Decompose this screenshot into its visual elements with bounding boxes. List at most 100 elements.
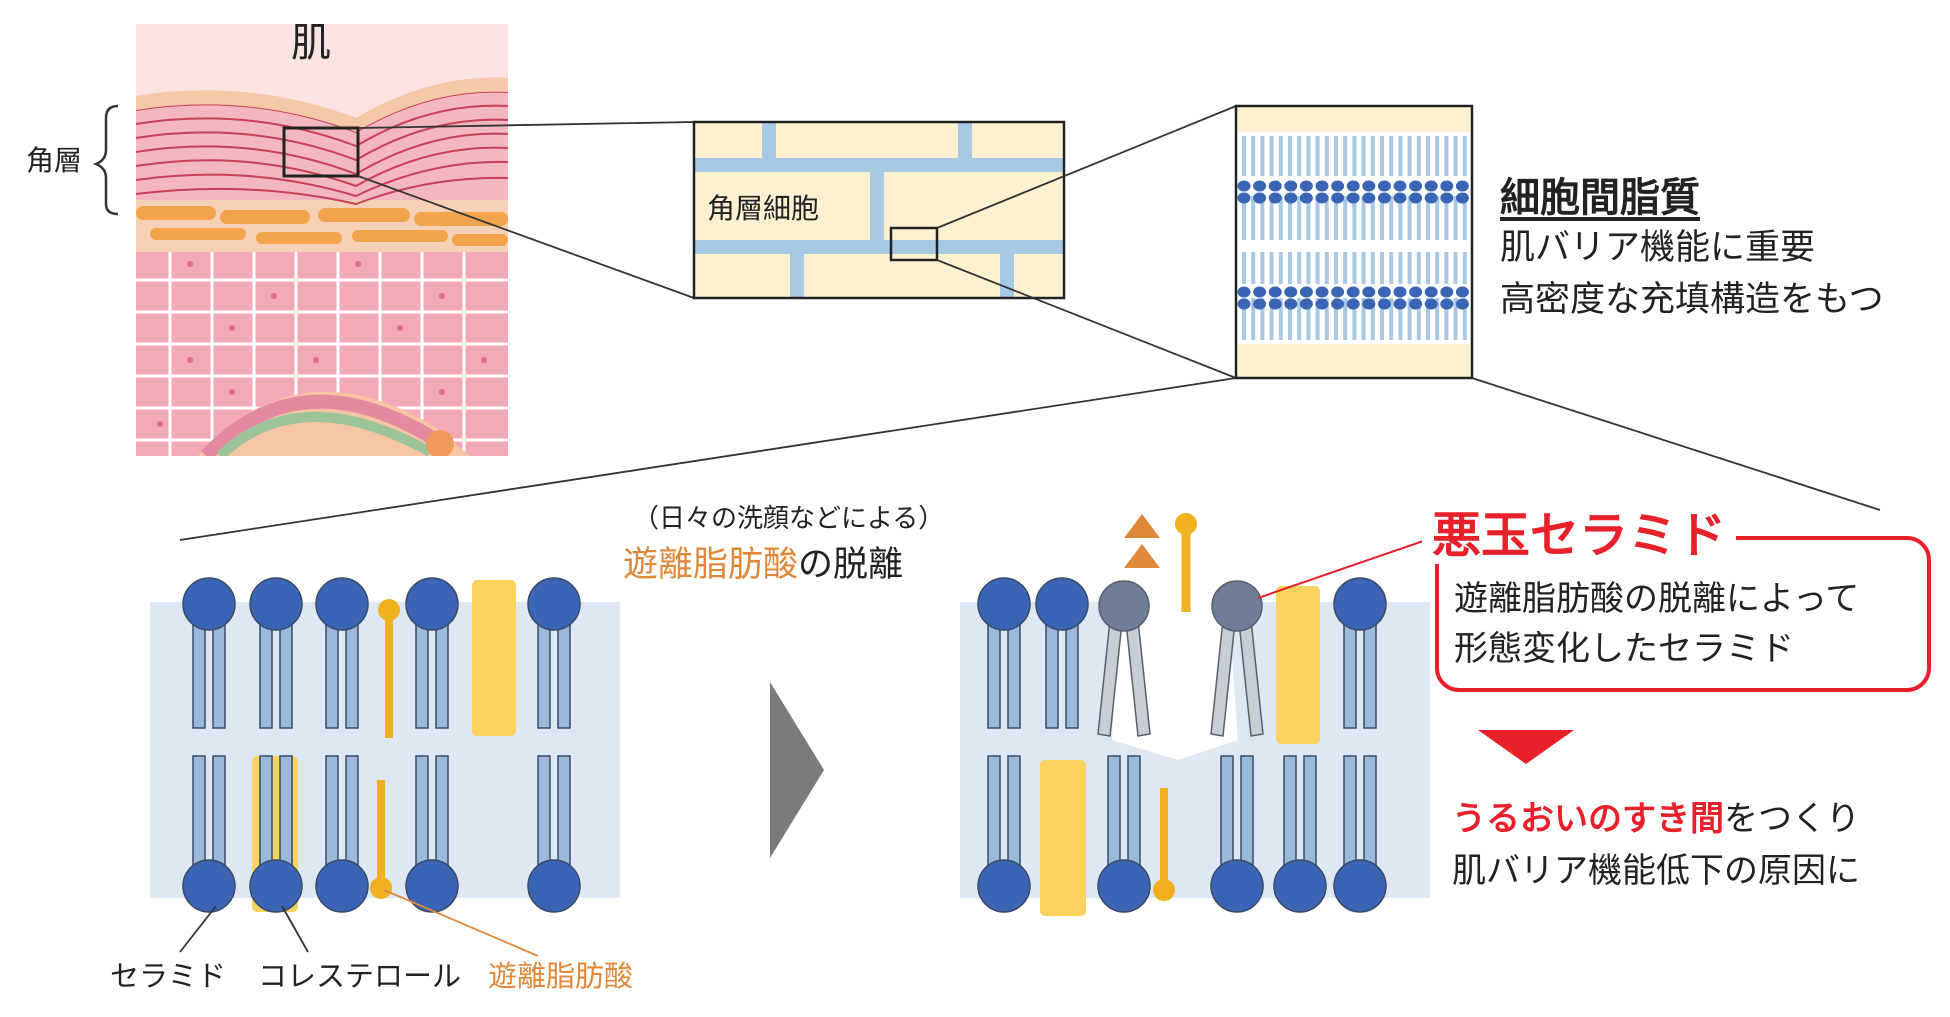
lamella-head-dot (1440, 298, 1454, 310)
lamella-head-dot (1315, 180, 1329, 192)
lamella-head-dot (1237, 180, 1251, 192)
cholesterol (1276, 586, 1320, 744)
lamella-head-dot (1268, 298, 1282, 310)
ceramide-tail (557, 755, 571, 875)
lamella-head-dot (1346, 286, 1360, 298)
lamella-head-dot (1455, 286, 1469, 298)
lamella-head-dot (1393, 298, 1407, 310)
lamella-head-dot (1346, 192, 1360, 204)
horny-layer-label: 角層 (26, 144, 83, 177)
lamella-head-dot (1424, 298, 1438, 310)
fatty-acid-head (1153, 879, 1175, 901)
bad-ceramide-title: 悪玉セラミド (1422, 507, 1737, 565)
lamella-head-dot (1377, 180, 1391, 192)
ceramide-head (182, 577, 236, 631)
ceramide-head (977, 577, 1031, 631)
daily-wash-note: （日々の洗顔などによる） (633, 504, 945, 534)
ceramide-head (1333, 577, 1387, 631)
bad-ceramide-desc-2: 形態変化したセラミド (1454, 629, 1794, 669)
lamella-head-dot (1299, 286, 1313, 298)
lamella-head-dot (1440, 286, 1454, 298)
lamella-head-dot (1440, 192, 1454, 204)
lamella-head-dot (1331, 298, 1345, 310)
ceramide-head (315, 577, 369, 631)
ceramide-head (1035, 577, 1089, 631)
lamella-head-dot (1362, 192, 1376, 204)
lamella-head-dot (1237, 298, 1251, 310)
ceramide-tail (279, 755, 293, 875)
ceramide-tail (1363, 755, 1377, 875)
lamella-head-dot (1331, 286, 1345, 298)
lamella-head-dot (1377, 298, 1391, 310)
lamella-head-dot (1284, 180, 1298, 192)
ceramide-head (405, 577, 459, 631)
fatty-acid-head (378, 599, 400, 621)
lamella-head-dot (1346, 298, 1360, 310)
ceramide-head (249, 577, 303, 631)
ceramide-head (1210, 859, 1264, 913)
ceramide-head (977, 859, 1031, 913)
ceramide-tail (435, 617, 449, 729)
lamella-head-dot (1424, 286, 1438, 298)
ceramide-tail (415, 617, 429, 729)
skin-label: 肌 (291, 20, 331, 66)
lamella-head-dot (1377, 192, 1391, 204)
ceramide-tail (345, 755, 359, 875)
ceramide-tail (1220, 755, 1234, 875)
lamella-head-dot (1362, 180, 1376, 192)
ceramide-tail (1343, 617, 1357, 729)
lipid-lamella-panel (1234, 104, 1474, 380)
ceramide-tail (345, 617, 359, 729)
ceramide-tail (1045, 617, 1059, 729)
lamella-head-dot (1393, 286, 1407, 298)
lamella-head-dot (1409, 192, 1423, 204)
ceramide-tail (1283, 755, 1297, 875)
ceramide-tail (1127, 755, 1141, 875)
transition-arrow (770, 682, 824, 858)
result-down-arrow (1478, 730, 1574, 764)
lamella-head-dot (1409, 180, 1423, 192)
ceramide-tail (325, 617, 339, 729)
ceramide-tail (537, 755, 551, 875)
ceramide-tail (1240, 755, 1254, 875)
gap-highlight: うるおいのすき間 (1452, 799, 1724, 839)
lamella-head-dot (1253, 298, 1267, 310)
lamella-head-dot (1284, 286, 1298, 298)
intercellular-lipid-title: 細胞間脂質 (1500, 175, 1700, 221)
ceramide-head (1333, 859, 1387, 913)
lamella-head-dot (1331, 192, 1345, 204)
lamella-head-dot (1440, 180, 1454, 192)
release-caption: 遊離脂肪酸の脱離 (623, 545, 903, 585)
release-highlight: 遊離脂肪酸 (623, 545, 799, 585)
ceramide-tail (987, 617, 1001, 729)
lamella-head-dot (1315, 286, 1329, 298)
ceramide-tail (192, 755, 206, 875)
bad-ceramide-desc-1: 遊離脂肪酸の脱離によって (1454, 579, 1860, 619)
ceramide-tail (537, 617, 551, 729)
lamella-head-dot (1362, 286, 1376, 298)
ceramide-tail (557, 617, 571, 729)
ceramide-tail (212, 755, 226, 875)
barrier-decline-caption: 肌バリア機能低下の原因に (1452, 851, 1860, 891)
lamella-head-dot (1299, 192, 1313, 204)
ceramide-tail (325, 755, 339, 875)
lamella-head-dot (1237, 192, 1251, 204)
lamella-head-dot (1393, 192, 1407, 204)
legend-free-fatty-acid: 遊離脂肪酸 (488, 959, 634, 993)
bad-ceramide-head (1211, 580, 1263, 632)
ceramide-tail (279, 617, 293, 729)
lamella-head-dot (1393, 180, 1407, 192)
ceramide-tail (435, 755, 449, 875)
intercellular-lipid-desc-1: 肌バリア機能に重要 (1500, 228, 1816, 268)
ceramide-tail (192, 617, 206, 729)
lamella-head-dot (1299, 298, 1313, 310)
ceramide-head (527, 859, 581, 913)
lamella-head-dot (1315, 298, 1329, 310)
callout-pointer (1257, 537, 1433, 599)
ceramide-tail (1065, 617, 1079, 729)
lamella-head-dot (1455, 180, 1469, 192)
lamella-head-dot (1237, 286, 1251, 298)
fatty-acid-head (370, 877, 392, 899)
ceramide-tail (987, 755, 1001, 875)
ceramide-tail (1007, 755, 1021, 875)
